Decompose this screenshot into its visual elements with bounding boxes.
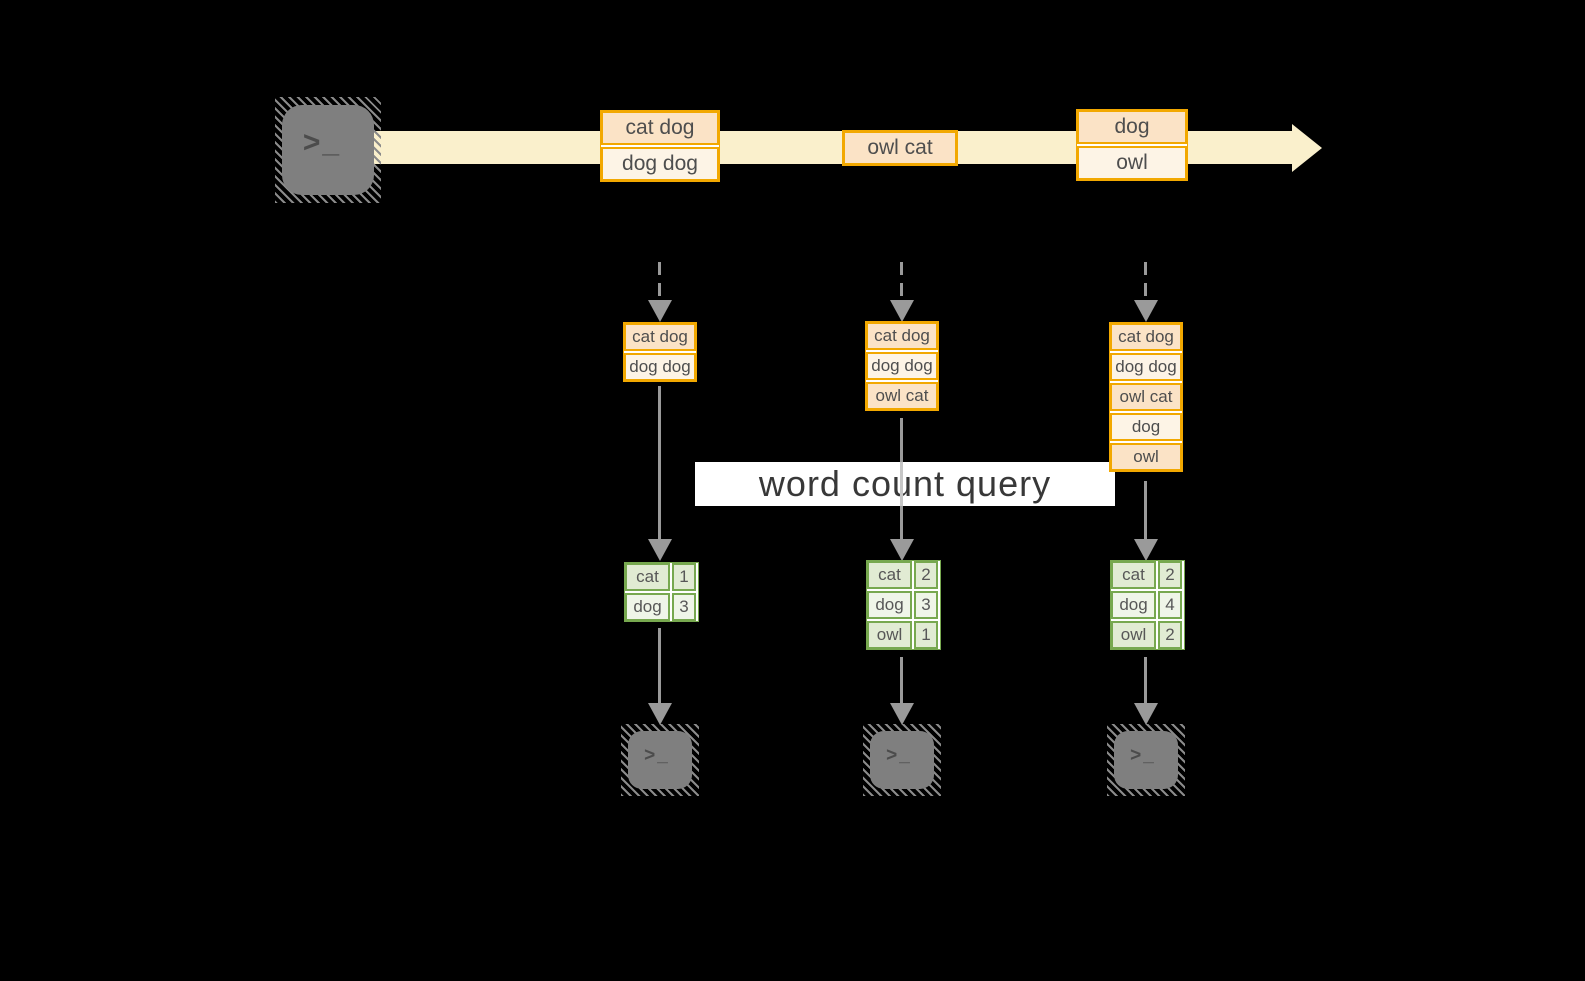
batch-row: dog bbox=[1110, 413, 1182, 441]
count-cell: 2 bbox=[1158, 621, 1182, 649]
output-arrow-1 bbox=[658, 628, 661, 704]
arrowhead-icon bbox=[890, 300, 914, 322]
count-table-2: cat 2 dog 3 owl 1 bbox=[866, 560, 941, 650]
batch-box-3: cat dog dog dog owl cat dog owl bbox=[1109, 322, 1183, 472]
batch-box-1: cat dog dog dog bbox=[623, 322, 697, 382]
word-count-query-label: word count query bbox=[695, 462, 1115, 506]
prompt-glyph: >_ bbox=[644, 745, 670, 766]
count-cell: 1 bbox=[672, 563, 696, 591]
stream-event-row: owl cat bbox=[843, 131, 957, 165]
batch-box-2: cat dog dog dog owl cat bbox=[865, 321, 939, 411]
batch-row: cat dog bbox=[1110, 323, 1182, 351]
batch-row: owl bbox=[1110, 443, 1182, 471]
batch-row: owl cat bbox=[866, 382, 938, 410]
count-cell: 2 bbox=[1158, 561, 1182, 589]
source-terminal-icon: >_ bbox=[275, 97, 381, 203]
query-arrow-1 bbox=[658, 386, 661, 540]
word-cell: owl bbox=[1111, 621, 1156, 649]
word-cell: cat bbox=[1111, 561, 1156, 589]
word-cell: dog bbox=[625, 593, 670, 621]
stream-event-row: dog dog bbox=[601, 147, 719, 181]
count-table-1: cat 1 dog 3 bbox=[624, 562, 699, 622]
batch-dashed-arrow-2 bbox=[900, 262, 903, 300]
terminal-screen: >_ bbox=[628, 731, 692, 789]
arrowhead-icon bbox=[890, 539, 914, 561]
output-terminal-icon-2: >_ bbox=[863, 724, 941, 796]
batch-row: dog dog bbox=[624, 353, 696, 381]
batch-row: dog dog bbox=[1110, 353, 1182, 381]
word-cell: dog bbox=[867, 591, 912, 619]
batch-row: owl cat bbox=[1110, 383, 1182, 411]
count-cell: 3 bbox=[914, 591, 938, 619]
stream-event-row: dog bbox=[1077, 110, 1187, 144]
stream-event-box-3: dog owl bbox=[1076, 109, 1188, 181]
query-arrow-3 bbox=[1144, 481, 1147, 540]
terminal-screen: >_ bbox=[1114, 731, 1178, 789]
count-cell: 2 bbox=[914, 561, 938, 589]
terminal-screen: >_ bbox=[282, 105, 374, 195]
stream-arrowhead-icon bbox=[1292, 124, 1322, 172]
batch-row: cat dog bbox=[624, 323, 696, 351]
word-cell: cat bbox=[625, 563, 670, 591]
count-cell: 3 bbox=[672, 593, 696, 621]
count-cell: 4 bbox=[1158, 591, 1182, 619]
batch-row: cat dog bbox=[866, 322, 938, 350]
prompt-glyph: >_ bbox=[1130, 745, 1156, 766]
word-cell: cat bbox=[867, 561, 912, 589]
arrowhead-icon bbox=[1134, 539, 1158, 561]
prompt-glyph: >_ bbox=[886, 745, 912, 766]
arrowhead-icon bbox=[890, 703, 914, 725]
word-count-query-text: word count query bbox=[758, 463, 1052, 504]
arrowhead-icon bbox=[1134, 300, 1158, 322]
output-terminal-icon-1: >_ bbox=[621, 724, 699, 796]
stream-event-row: cat dog bbox=[601, 111, 719, 145]
output-arrow-3 bbox=[1144, 657, 1147, 704]
batch-dashed-arrow-1 bbox=[658, 262, 661, 300]
arrowhead-icon bbox=[1134, 703, 1158, 725]
word-cell: owl bbox=[867, 621, 912, 649]
stream-event-row: owl bbox=[1077, 146, 1187, 180]
stream-event-box-2: owl cat bbox=[842, 130, 958, 166]
stream-event-box-1: cat dog dog dog bbox=[600, 110, 720, 182]
batch-row: dog dog bbox=[866, 352, 938, 380]
count-table-3: cat 2 dog 4 owl 2 bbox=[1110, 560, 1185, 650]
count-cell: 1 bbox=[914, 621, 938, 649]
terminal-screen: >_ bbox=[870, 731, 934, 789]
output-terminal-icon-3: >_ bbox=[1107, 724, 1185, 796]
output-arrow-2 bbox=[900, 657, 903, 704]
batch-dashed-arrow-3 bbox=[1144, 262, 1147, 300]
arrowhead-icon bbox=[648, 703, 672, 725]
word-cell: dog bbox=[1111, 591, 1156, 619]
query-arrow-2-over-label bbox=[900, 462, 903, 506]
arrowhead-icon bbox=[648, 539, 672, 561]
arrowhead-icon bbox=[648, 300, 672, 322]
prompt-glyph: >_ bbox=[302, 126, 342, 159]
